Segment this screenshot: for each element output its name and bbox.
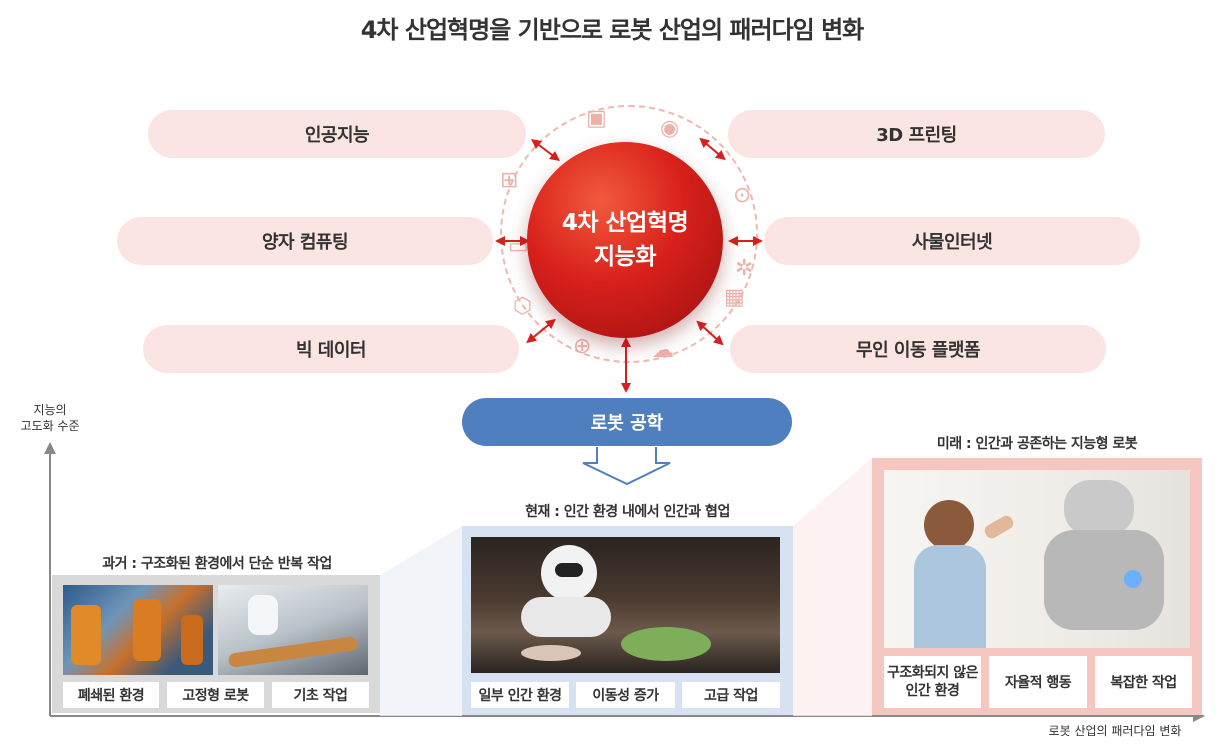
- present-tag-advanced-task: 고급 작업: [682, 682, 780, 708]
- page-title: 4차 산업혁명을 기반으로 로봇 산업의 패러다임 변화: [360, 16, 865, 44]
- past-stage-label: 과거 : 구조화된 환경에서 단순 반복 작업: [102, 556, 332, 572]
- eye-icon: ◉: [660, 116, 680, 141]
- present-tag-mobility-increase: 이동성 증가: [576, 682, 675, 708]
- network-cube-icon: ⬡: [513, 294, 533, 319]
- down-arrow: [582, 447, 671, 486]
- future-tag-unstructured-env: 구조화되지 않은 인간 환경: [884, 656, 981, 708]
- present-tag-partial-human-env: 일부 인간 환경: [471, 682, 569, 708]
- tech-iot: 사물인터넷: [764, 217, 1140, 265]
- satellite-icon: ⊞: [500, 168, 519, 193]
- past-tag-basic-task: 기초 작업: [272, 682, 369, 708]
- robot-engineering-pill: 로봇 공학: [462, 398, 792, 446]
- future-tag-complex-task: 복잡한 작업: [1095, 656, 1192, 708]
- past-stage-panel: 폐쇄된 환경 고정형 로봇 기초 작업: [52, 575, 380, 713]
- food-production-photo: [218, 585, 368, 675]
- future-tag-autonomous-behavior: 자율적 행동: [989, 656, 1087, 708]
- future-stage-panel: 구조화되지 않은 인간 환경 자율적 행동 복잡한 작업: [872, 458, 1202, 715]
- arrow-3d-printing: [699, 137, 726, 161]
- y-axis-label-line1: 지능의: [33, 403, 67, 417]
- future-stage-label: 미래 : 인간과 공존하는 지능형 로봇: [936, 436, 1138, 452]
- cloud-icon: ☁: [652, 338, 674, 363]
- past-tag-fixed-robot: 고정형 로봇: [167, 682, 264, 708]
- human-robot-highfive-photo: [884, 470, 1190, 648]
- coin-icon: ⊙: [733, 183, 752, 208]
- factory-robots-photo: [63, 585, 213, 675]
- past-tag-closed-environment: 폐쇄된 환경: [63, 682, 159, 708]
- present-stage-label: 현재 : 인간 환경 내에서 인간과 협업: [525, 504, 730, 520]
- fourth-industrial-revolution-core: 4차 산업혁명 지능화: [527, 142, 723, 338]
- restaurant-robot-photo: [471, 537, 780, 673]
- y-axis-label-line2: 고도화 수준: [20, 419, 80, 433]
- y-axis-label: 지능의 고도화 수준: [14, 402, 86, 434]
- boxes-icon: ▦: [724, 285, 745, 310]
- globe-icon: ⊕: [573, 334, 592, 359]
- arrow-mobility: [696, 320, 724, 346]
- gear-icon: ✲: [735, 256, 754, 281]
- core-title: 4차 산업혁명: [561, 210, 689, 236]
- core-subtitle: 지능화: [594, 244, 656, 270]
- tech-big-data: 빅 데이터: [143, 325, 519, 373]
- cube-icon: ▣: [586, 106, 607, 131]
- tech-ai: 인공지능: [148, 110, 526, 158]
- tech-quantum-computing: 양자 컴퓨팅: [117, 217, 493, 265]
- tech-3d-printing: 3D 프린팅: [728, 110, 1105, 158]
- arrow-ai: [531, 138, 560, 162]
- arrow-big-data: [526, 318, 556, 344]
- tech-unmanned-mobility: 무인 이동 플랫폼: [730, 325, 1106, 373]
- present-stage-panel: 일부 인간 환경 이동성 증가 고급 작업: [462, 526, 793, 715]
- x-axis-label: 로봇 산업의 패러다임 변화: [1048, 724, 1182, 738]
